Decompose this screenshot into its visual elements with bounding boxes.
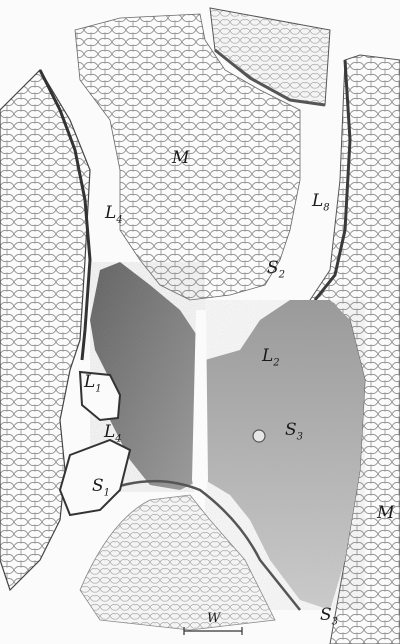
label-L1: L1 [84, 374, 102, 394]
label-S3-center: S3 [285, 422, 303, 442]
label-L4-lower: L4 [104, 424, 122, 444]
label-M-right: M [377, 505, 394, 522]
label-L2: L2 [262, 348, 280, 368]
label-S1: S1 [92, 478, 110, 498]
label-S3-bottom: S3 [320, 607, 338, 627]
label-S2: S2 [267, 260, 285, 280]
label-L4-left: L4 [105, 205, 123, 225]
label-W-scale: W [207, 612, 220, 625]
small-vessel [253, 430, 265, 442]
label-M-top: M [172, 150, 189, 167]
label-L8-right: L8 [312, 193, 330, 213]
